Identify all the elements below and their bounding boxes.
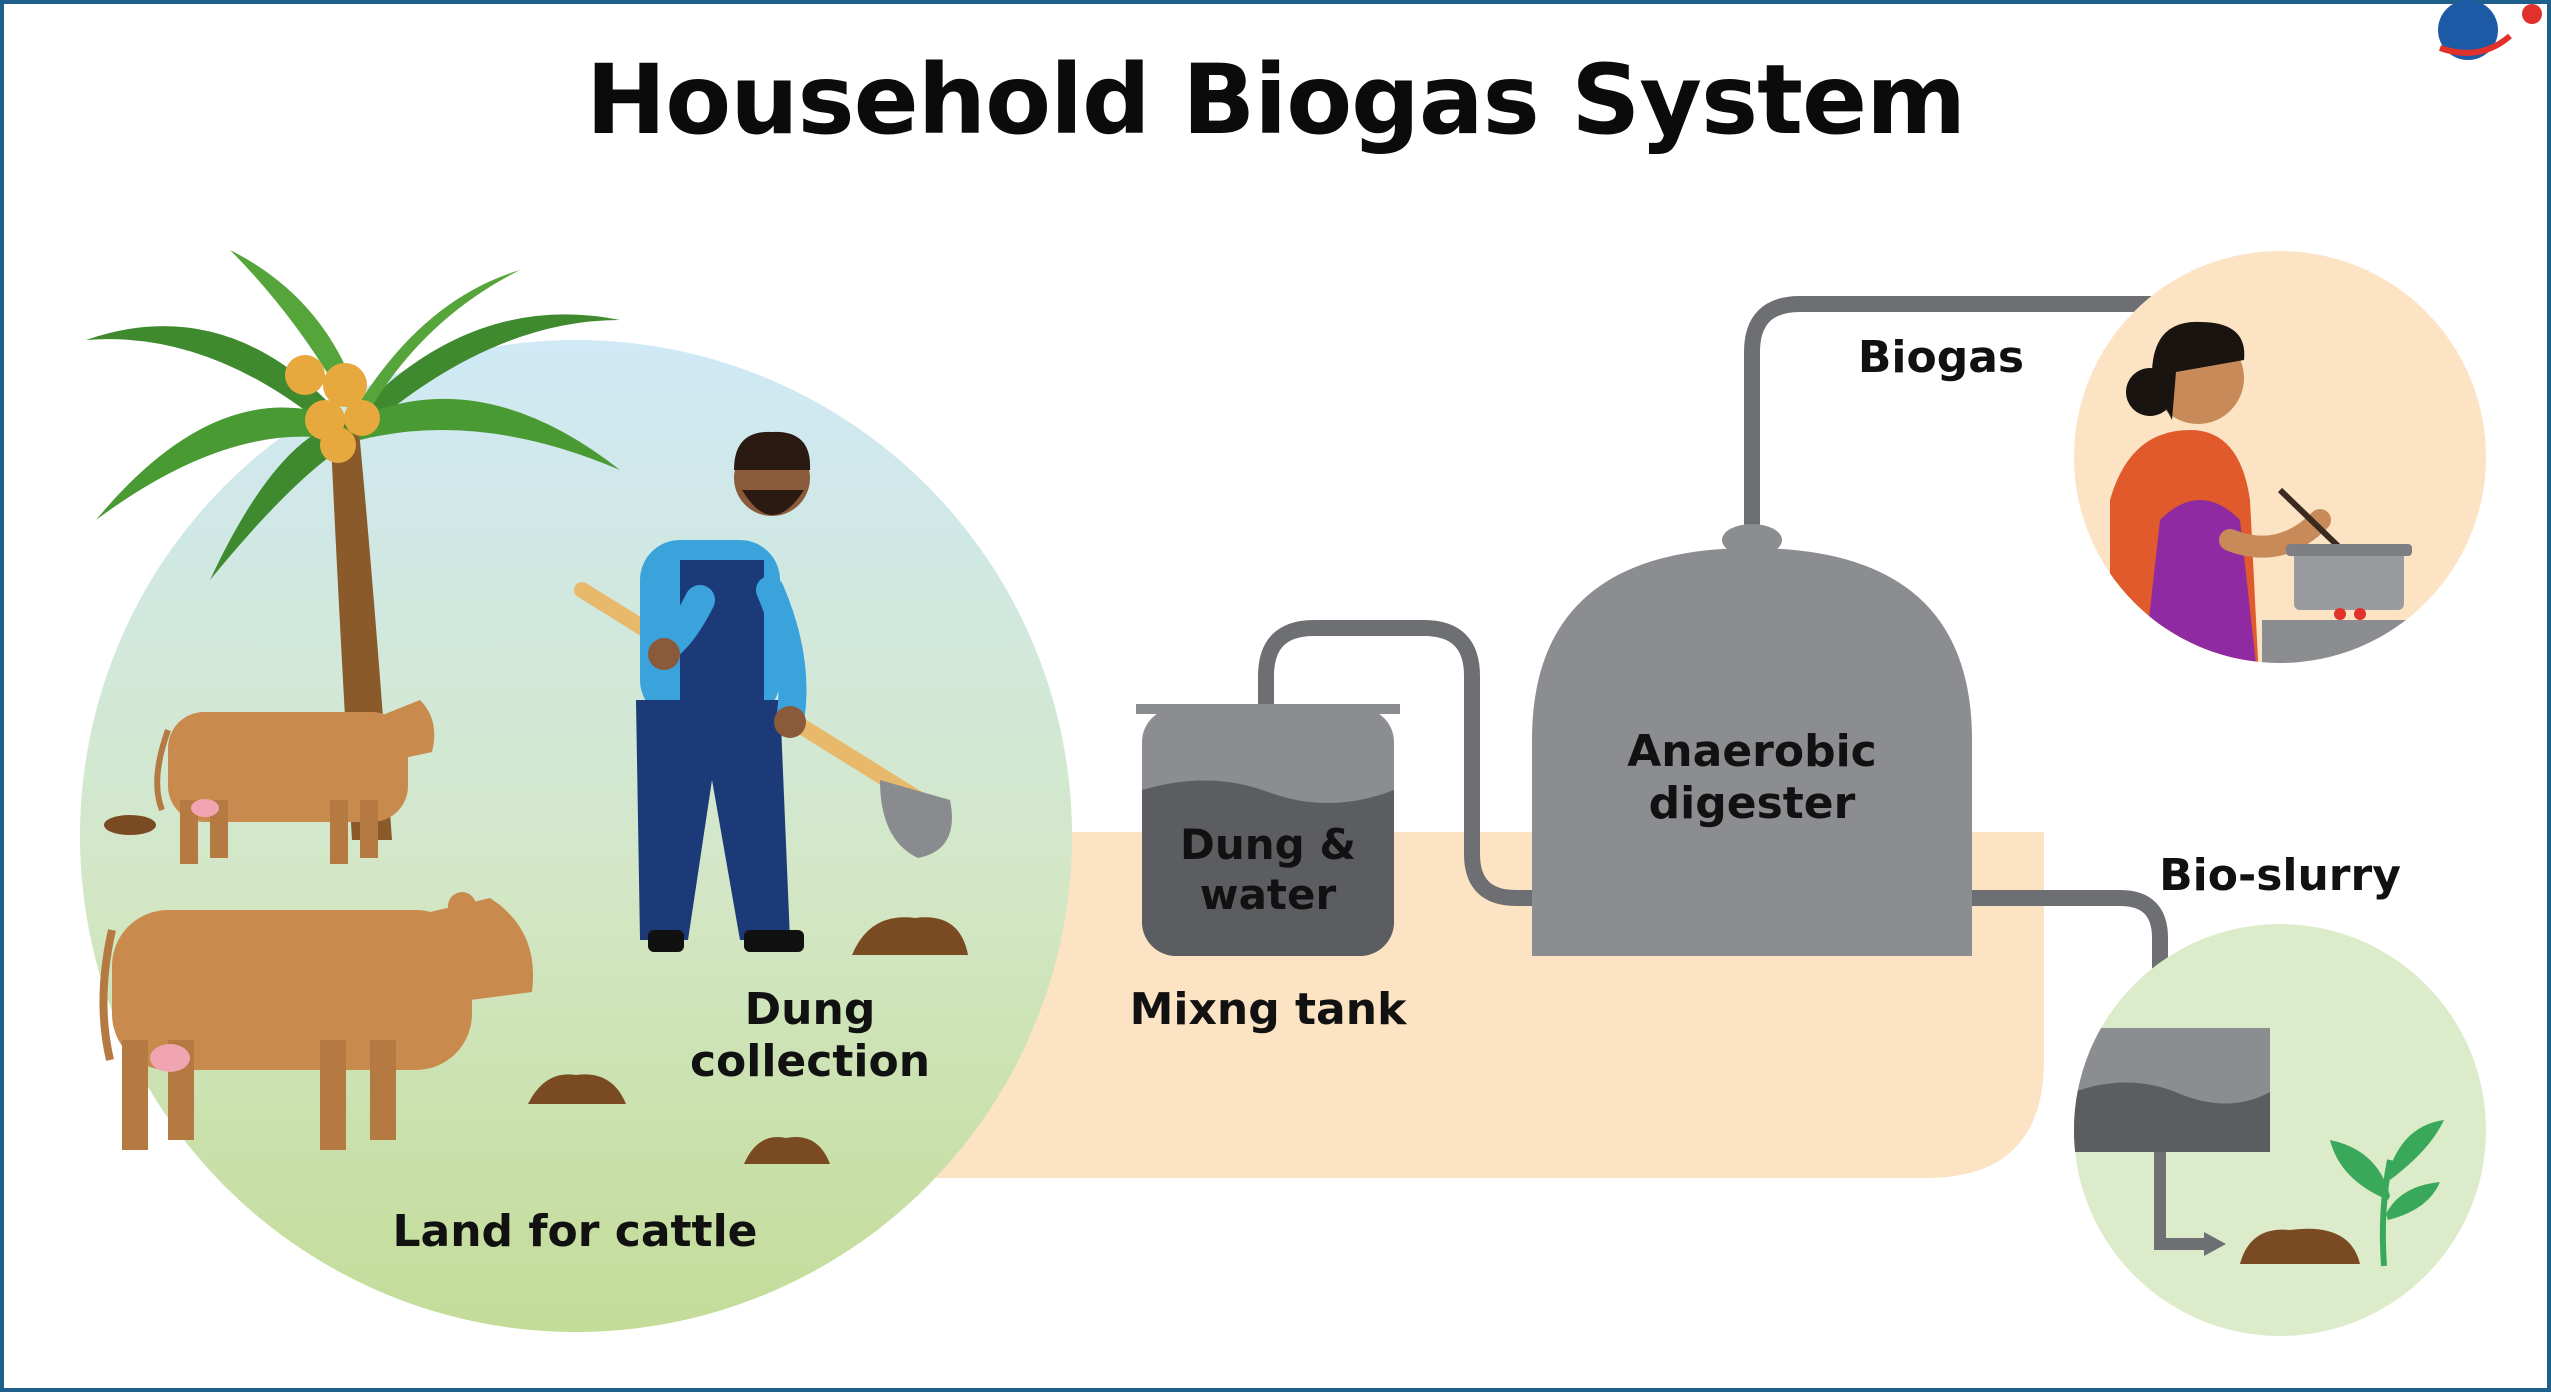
- pipe-biogas: [1744, 296, 2158, 538]
- label-bio-slurry: Bio-slurry: [2159, 850, 2401, 901]
- cow-icon: [99, 892, 534, 1150]
- label-dung-water: Dung & water: [1148, 820, 1388, 919]
- label-land-for-cattle: Land for cattle: [392, 1206, 758, 1257]
- label-dung-collection: Dung collection: [650, 984, 970, 1088]
- label-dung-collection-line1: Dung: [744, 984, 876, 1035]
- cow-icon: [154, 700, 435, 864]
- label-biogas: Biogas: [1857, 332, 2025, 383]
- pipe-bio-slurry: [1922, 890, 2168, 976]
- bio-slurry-scene: [2074, 924, 2486, 1336]
- anaerobic-digester: [1532, 524, 1972, 956]
- label-anaerobic-digester: Anaerobic digester: [1592, 726, 1912, 830]
- label-dung-collection-line2: collection: [689, 1035, 931, 1087]
- pipe-tank-to-digester: [1258, 620, 1574, 906]
- label-mixing-tank: Mixng tank: [1129, 984, 1407, 1035]
- label-dung-water-line1: Dung &: [1180, 820, 1356, 869]
- farmer-with-shovel-icon: [574, 431, 952, 952]
- mixing-tank: [1136, 704, 1400, 956]
- logo-icon: [2438, 0, 2542, 60]
- label-anaerobic-line1: Anaerobic: [1627, 726, 1877, 777]
- woman-cooking-scene: [2074, 251, 2486, 663]
- dung-pile-icon: [852, 917, 968, 955]
- label-anaerobic-line2: digester: [1648, 777, 1856, 829]
- label-dung-water-line2: water: [1199, 869, 1337, 919]
- dung-pile-icon: [2240, 1228, 2360, 1264]
- plant-sprout-icon: [2330, 1120, 2444, 1267]
- page-title: Household Biogas System: [585, 44, 1966, 156]
- pipes: [1258, 296, 2168, 976]
